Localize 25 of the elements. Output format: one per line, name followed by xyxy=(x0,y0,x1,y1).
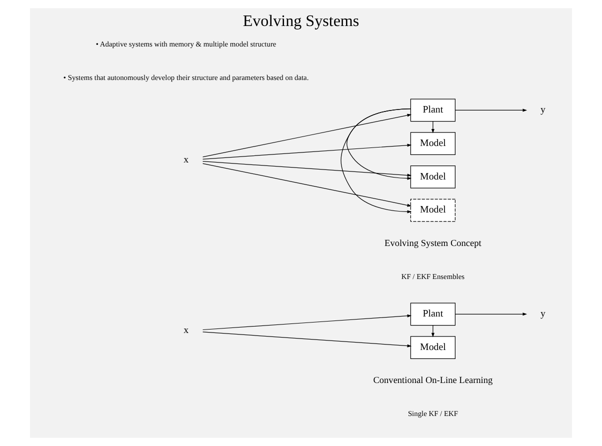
arrow xyxy=(202,314,412,330)
arrow xyxy=(202,114,412,158)
arrow xyxy=(455,108,528,112)
node-box: Model xyxy=(410,198,456,222)
arrow xyxy=(202,144,412,160)
arrow xyxy=(431,325,434,338)
arrow xyxy=(431,121,434,134)
arrow xyxy=(202,161,412,177)
diagram-title: Evolving Systems xyxy=(242,13,360,30)
arrow xyxy=(346,108,412,180)
node-text: y xyxy=(540,104,546,116)
arrow xyxy=(202,163,412,207)
node-box: Plant xyxy=(410,98,456,122)
node-box: Plant xyxy=(410,302,456,326)
arrow xyxy=(202,332,412,348)
arrow xyxy=(340,108,412,214)
node-box: Model xyxy=(410,166,456,188)
arrow xyxy=(455,312,528,316)
node-text: x xyxy=(184,154,189,166)
label: Conventional On-Line Learning xyxy=(373,376,493,386)
node-text: x xyxy=(184,325,189,336)
node-text: y xyxy=(540,308,546,320)
node-box: Model xyxy=(410,132,456,156)
node-box: Model xyxy=(410,336,456,359)
label: Evolving System Concept xyxy=(384,238,482,249)
